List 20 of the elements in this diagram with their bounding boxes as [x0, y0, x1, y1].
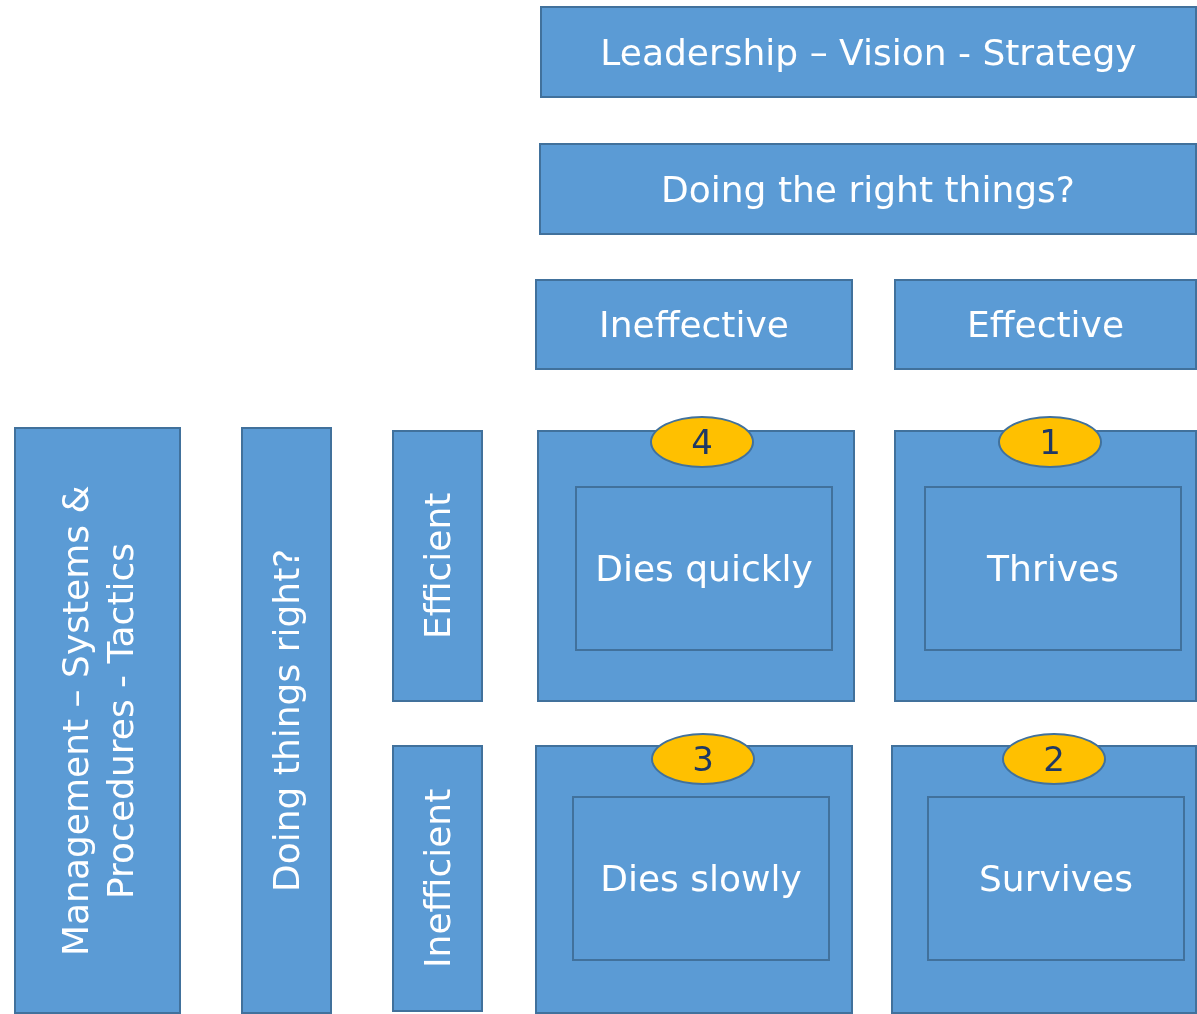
- column-header-box: Effective: [894, 279, 1197, 370]
- header-box: Leadership – Vision - Strategy: [540, 6, 1197, 98]
- column-header-box: Ineffective: [535, 279, 853, 370]
- quadrant-box: [535, 745, 853, 1014]
- header-box: Doing the right things?: [539, 143, 1197, 235]
- quadrant-box: [894, 430, 1197, 702]
- number-badge: 3: [651, 733, 755, 785]
- row-header-box: Inefficient: [392, 745, 483, 1012]
- quadrant-box: [537, 430, 855, 702]
- outcome-box: Dies quickly: [575, 486, 833, 651]
- row-header-box: Management – Systems & Procedures - Tactics: [14, 427, 181, 1014]
- number-badge: 1: [998, 416, 1102, 468]
- row-header-box: Efficient: [392, 430, 483, 702]
- number-badge: 2: [1002, 733, 1106, 785]
- outcome-box: Dies slowly: [572, 796, 830, 961]
- outcome-box: Survives: [927, 796, 1185, 961]
- number-badge: 4: [650, 416, 754, 468]
- outcome-box: Thrives: [924, 486, 1182, 651]
- row-header-box: Doing things right?: [241, 427, 332, 1014]
- quadrant-box: [891, 745, 1197, 1014]
